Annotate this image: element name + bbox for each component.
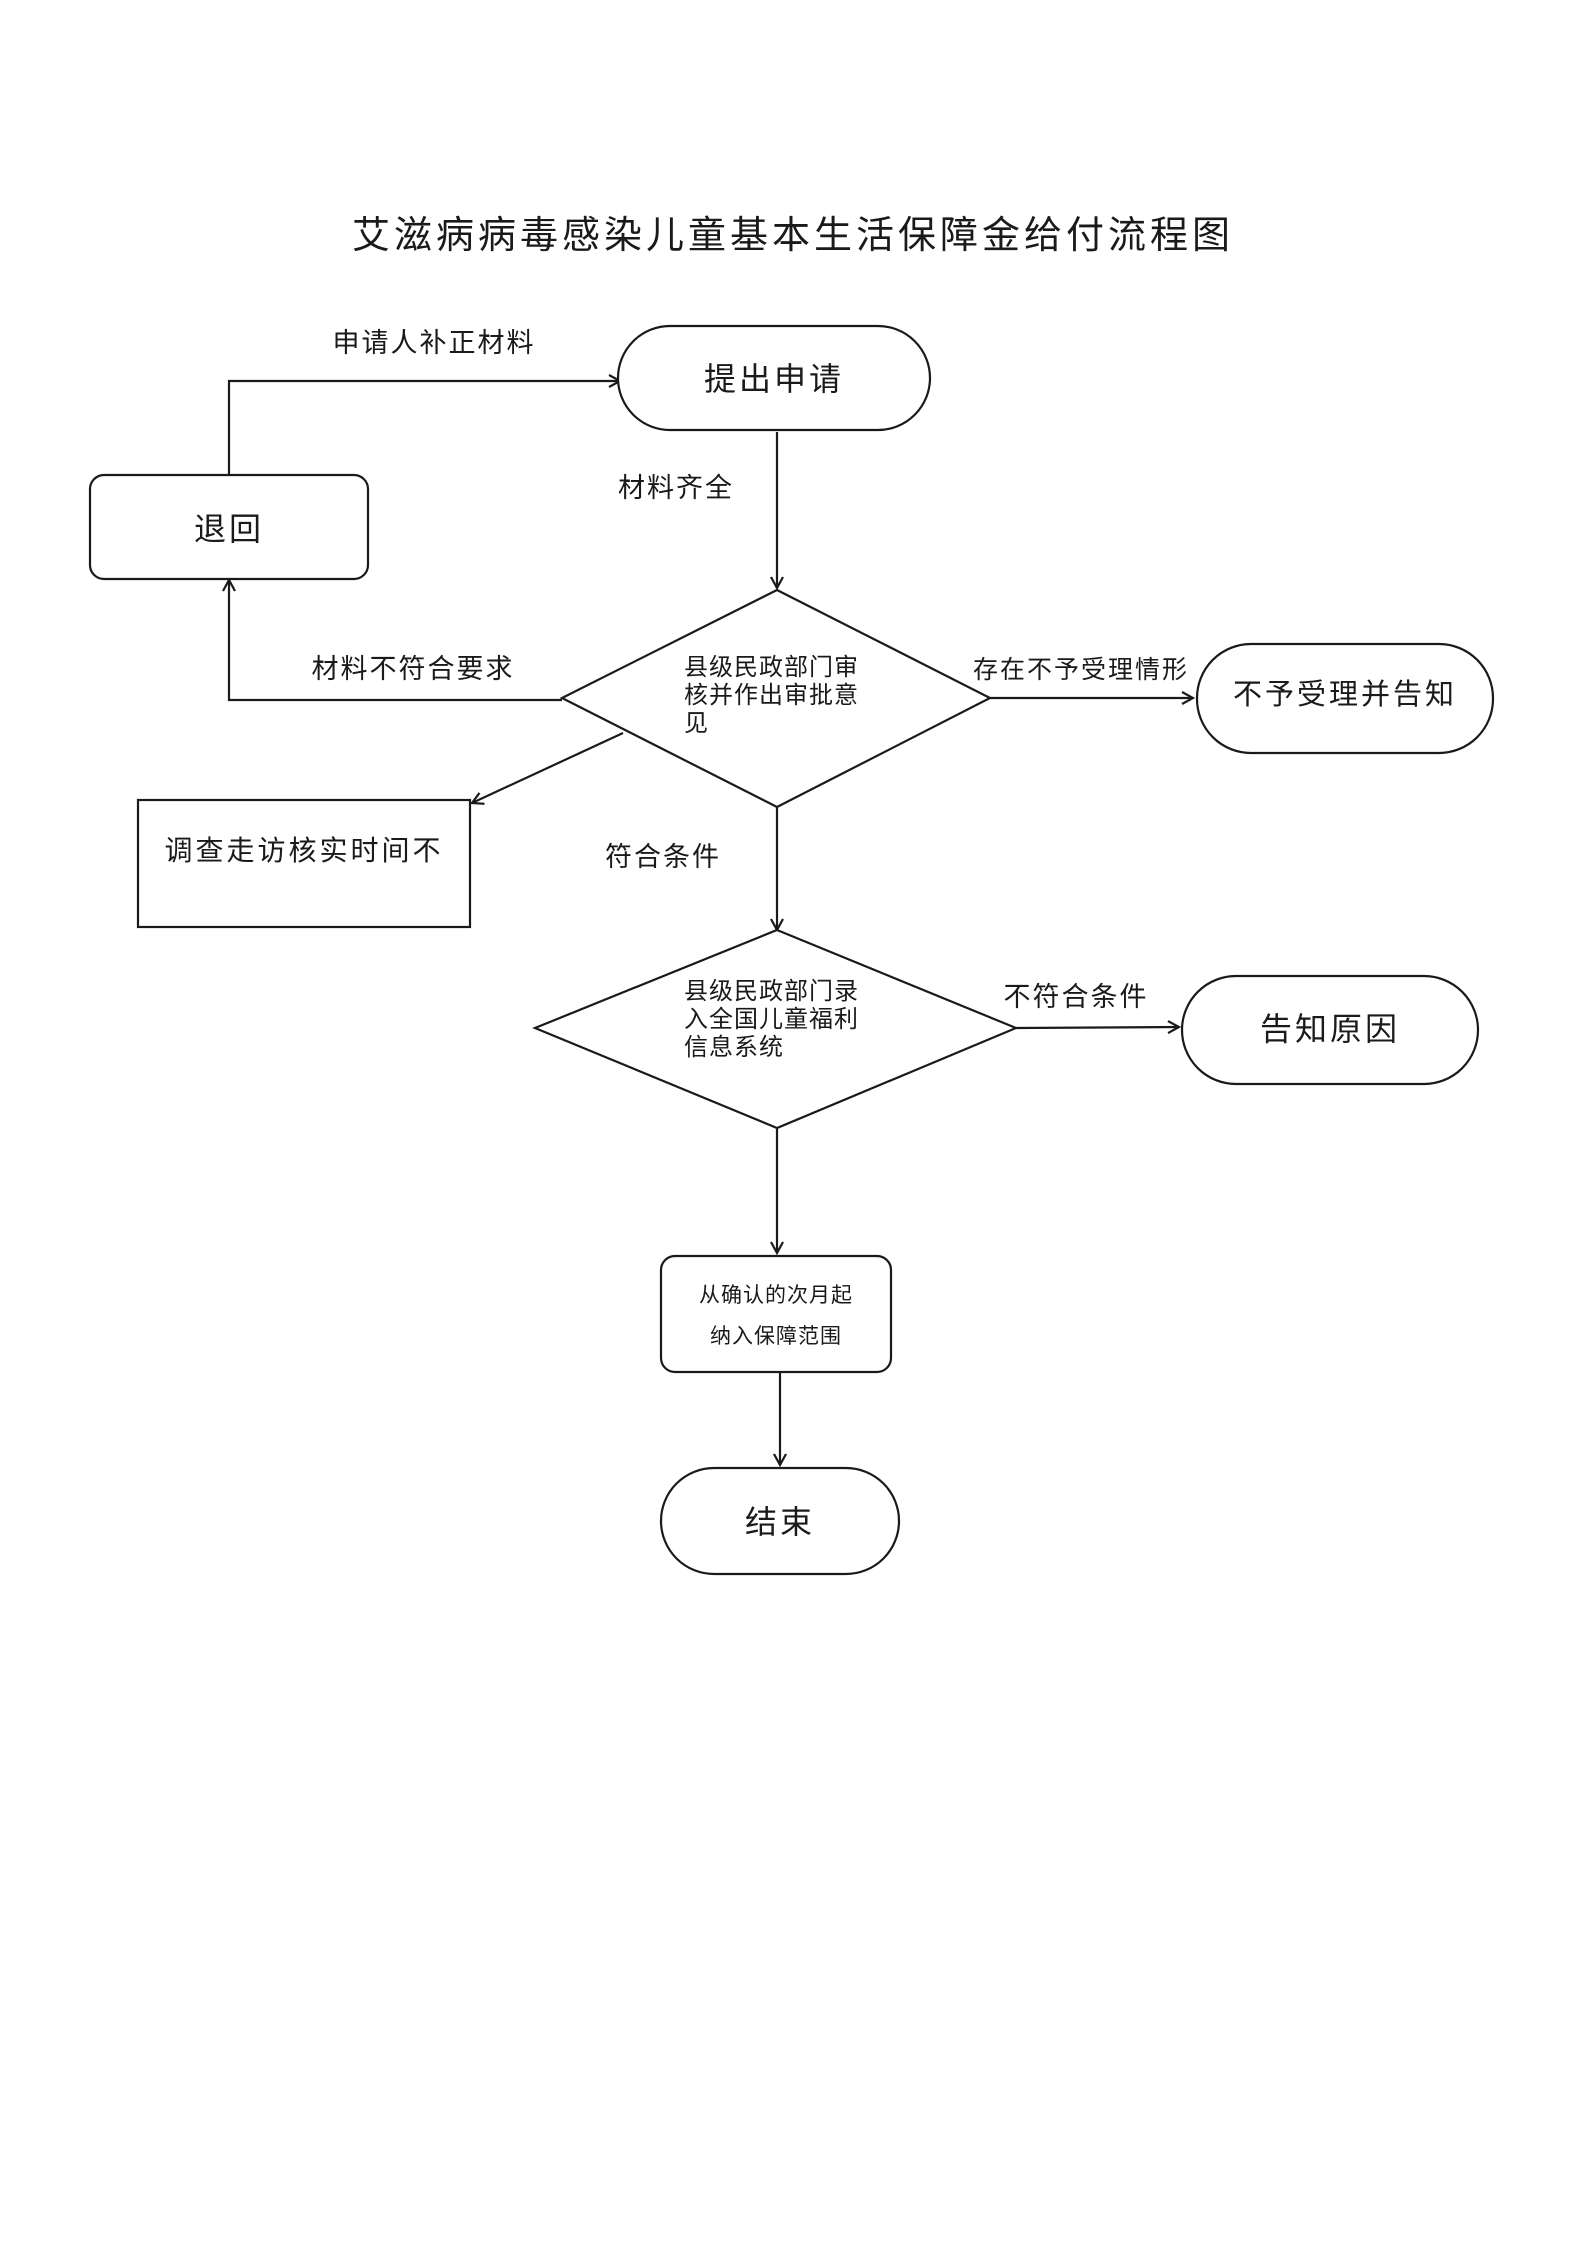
edge-label-reject-case: 存在不予受理情形 bbox=[973, 655, 1189, 684]
edge-investigate bbox=[472, 732, 624, 803]
edge-label-resubmit: 申请人补正材料 bbox=[333, 328, 536, 359]
node-include-label-line2: 纳入保障范围 bbox=[710, 1324, 842, 1348]
node-apply-label: 提出申请 bbox=[704, 360, 844, 398]
node-reject-notify: 不予受理并告知 bbox=[1195, 642, 1495, 755]
node-entry-label-line2: 入全国儿童福利 bbox=[684, 1005, 859, 1033]
edge-label-complete: 材料齐全 bbox=[618, 473, 734, 504]
node-end-label: 结束 bbox=[745, 1503, 815, 1541]
edge-label-qualified: 符合条件 bbox=[605, 842, 721, 873]
node-investigate-label: 调查走访核实时间不 bbox=[164, 834, 443, 867]
node-notify-reason-label: 告知原因 bbox=[1260, 1010, 1400, 1048]
node-review-label-line3: 见 bbox=[684, 709, 709, 737]
node-review-decision: 县级民政部门审 核并作出审批意 见 bbox=[559, 588, 993, 809]
edge-label-unqualified: 不符合条件 bbox=[1004, 982, 1149, 1013]
node-notify-reason: 告知原因 bbox=[1180, 974, 1480, 1086]
node-include: 从确认的次月起 纳入保障范围 bbox=[659, 1254, 893, 1374]
node-reject-notify-label: 不予受理并告知 bbox=[1233, 677, 1457, 711]
node-return-label: 退回 bbox=[194, 510, 264, 548]
node-investigate: 调查走访核实时间不 bbox=[136, 798, 472, 929]
node-review-label-line2: 核并作出审批意 bbox=[684, 681, 859, 709]
node-entry-label-line1: 县级民政部门录 bbox=[684, 977, 859, 1005]
node-include-label-line1: 从确认的次月起 bbox=[699, 1283, 853, 1307]
edge-not-meet bbox=[229, 580, 562, 702]
edge-label-not-meet: 材料不符合要求 bbox=[312, 654, 515, 685]
edge-resubmit bbox=[227, 381, 620, 475]
page-title: 艾滋病病毒感染儿童基本生活保障金给付流程图 bbox=[352, 213, 1234, 257]
node-end: 结束 bbox=[659, 1466, 901, 1576]
edge-unqualified bbox=[1015, 1027, 1179, 1028]
node-return: 退回 bbox=[88, 473, 370, 581]
node-entry-label-line3: 信息系统 bbox=[684, 1033, 784, 1061]
node-apply: 提出申请 bbox=[616, 324, 932, 432]
node-entry-decision: 县级民政部门录 入全国儿童福利 信息系统 bbox=[532, 928, 1019, 1130]
node-review-label-line1: 县级民政部门审 bbox=[684, 653, 859, 681]
